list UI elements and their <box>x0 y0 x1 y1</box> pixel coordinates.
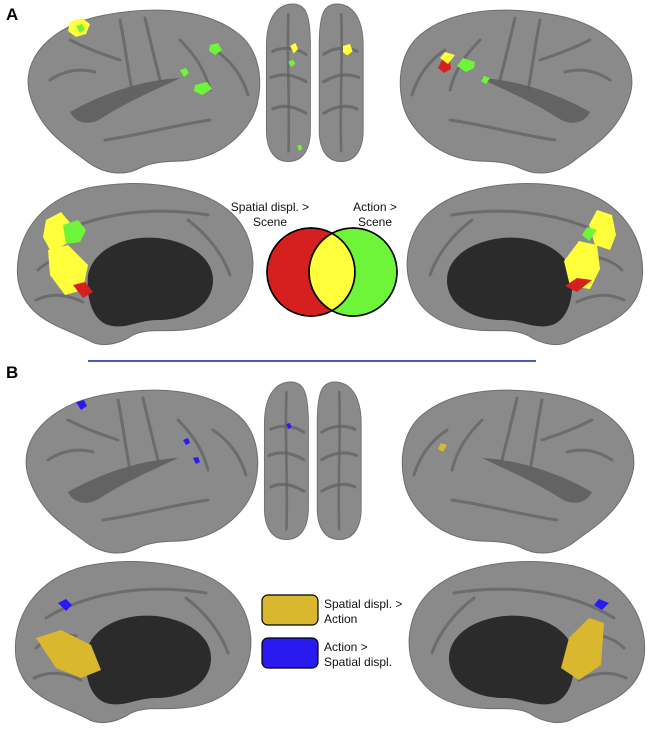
activation-spatial-blob <box>565 278 592 292</box>
venn-label-spatial-line1: Spatial displ. > <box>231 200 309 214</box>
panel-b-left-lateral-brain <box>24 388 260 555</box>
activation-overlap-blob <box>564 241 600 289</box>
panel-b-right-lateral-brain <box>400 388 636 555</box>
activation-spatial-gt-action-blob <box>561 618 604 680</box>
panel-a-left-medial-brain <box>15 182 255 347</box>
legend: Spatial displ. > Action Action > Spatial… <box>261 594 402 669</box>
panel-b-right-medial-brain <box>407 560 647 725</box>
activation-overlap-blob <box>342 43 353 56</box>
activation-overlap-blob <box>43 212 71 252</box>
venn-label-action-line2: Scene <box>358 215 392 229</box>
legend-label-action-line2: Spatial displ. <box>324 655 392 669</box>
activation-action-blob <box>180 68 189 77</box>
activation-overlap-blob <box>48 245 88 295</box>
panel-a-letter: A <box>6 5 18 24</box>
panel-a-right-medial-brain <box>405 182 645 347</box>
activation-action-blob <box>297 144 303 151</box>
activation-action-blob <box>457 58 475 72</box>
venn-label-action-line1: Action > <box>353 200 397 214</box>
legend-label-spatial-line1: Spatial displ. > <box>324 597 402 611</box>
activation-spatial-gt-action-blob <box>36 630 101 678</box>
activation-action-blob <box>209 43 222 55</box>
activation-overlap-blob <box>440 52 455 64</box>
activation-action-gt-spatial-blob <box>193 457 200 464</box>
panel-b-letter: B <box>6 363 18 382</box>
activation-overlap-blob <box>589 210 616 250</box>
venn-diagram: Spatial displ. > Scene Action > Scene <box>231 200 398 317</box>
activation-action-gt-spatial-blob <box>183 438 190 445</box>
legend-label-spatial-line2: Action <box>324 612 357 626</box>
activation-action-blob <box>582 227 597 241</box>
panel-b-left-medial-brain <box>13 560 253 725</box>
activation-action-blob <box>194 82 212 95</box>
activation-action-gt-spatial-blob <box>594 599 609 610</box>
activation-action-gt-spatial-blob <box>286 422 292 430</box>
activation-action-blob <box>76 24 85 33</box>
panel-a-right-lateral-brain <box>398 8 634 175</box>
activation-action-blob <box>63 220 86 244</box>
panel-a-left-lateral-brain <box>26 8 262 175</box>
panel-a-dorsal-brain <box>264 2 365 164</box>
activation-overlap-blob <box>290 42 299 54</box>
activation-action-blob <box>288 59 296 67</box>
activation-spatial-gt-action-blob <box>438 443 447 452</box>
legend-label-action-line1: Action > <box>324 640 368 654</box>
activation-action-blob <box>481 76 490 84</box>
venn-label-spatial-line2: Scene <box>253 215 287 229</box>
activation-action-gt-spatial-blob <box>58 599 72 611</box>
activation-action-gt-spatial-blob <box>76 400 87 410</box>
panel-b-dorsal-brain <box>262 380 363 542</box>
legend-swatch-spatial-gt-action <box>261 594 319 626</box>
activation-spatial-blob <box>73 282 93 298</box>
legend-swatch-action-gt-spatial <box>261 637 319 669</box>
